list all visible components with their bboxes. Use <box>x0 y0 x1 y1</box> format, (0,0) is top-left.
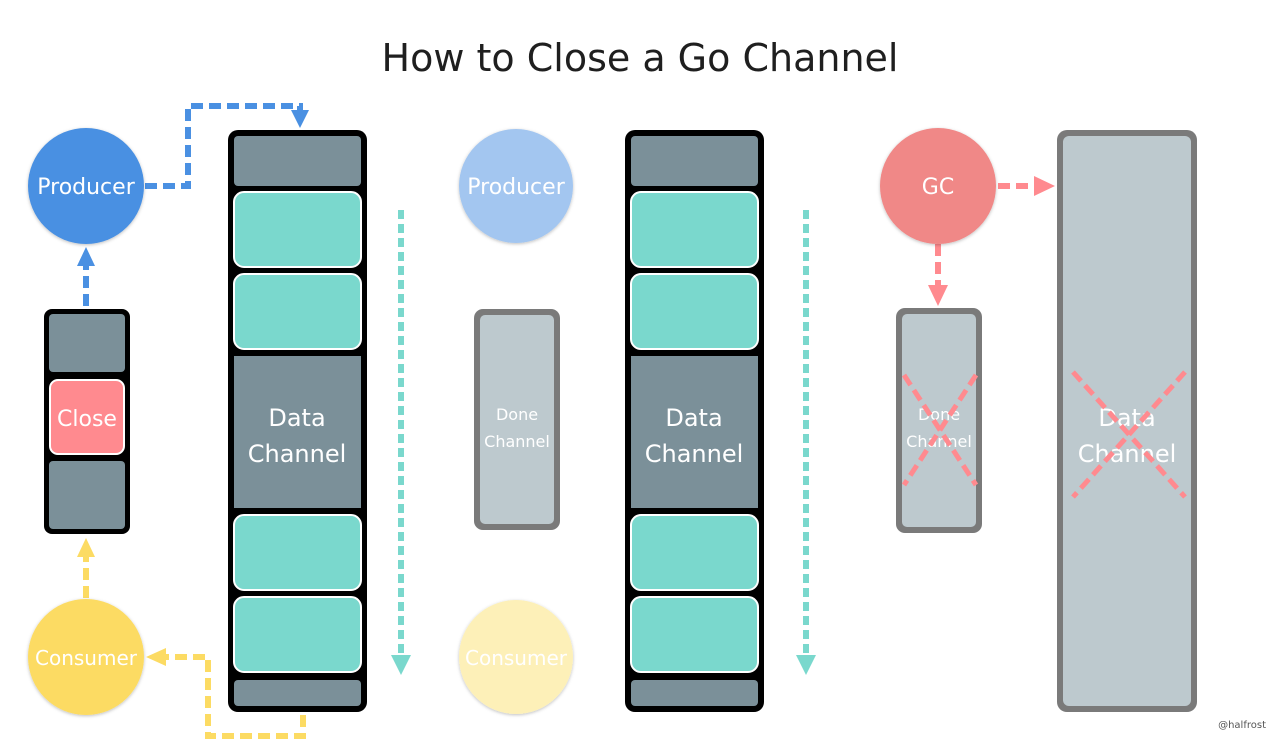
channel-slot <box>233 191 362 268</box>
arrow-head-icon <box>928 285 948 306</box>
arrow-head-icon <box>146 648 166 666</box>
producer-label: Producer <box>37 175 135 200</box>
consumer-label: Consumer <box>465 646 568 670</box>
data-channel-label-line1: Data <box>665 404 722 432</box>
data-channel-collected: Data Channel <box>1057 130 1197 712</box>
consumer-label: Consumer <box>35 646 138 670</box>
arrow-head-icon <box>1034 176 1055 196</box>
arrow-head-icon <box>77 247 95 266</box>
panel-stage-3: GC Done Channel Data Channel <box>880 128 1197 712</box>
channel-slot <box>630 596 759 673</box>
arrow-head-icon <box>391 655 411 675</box>
arrow-head-icon <box>291 110 309 128</box>
producer-node <box>28 128 144 244</box>
producer-node-faded <box>459 129 573 243</box>
data-channel: Data Channel <box>228 130 367 712</box>
channel-slot <box>233 514 362 591</box>
author-credit: @halfrost <box>1218 720 1266 731</box>
data-channel: Data Channel <box>625 130 764 712</box>
done-channel-label-line1: Done <box>496 405 538 424</box>
done-channel: Close <box>44 309 130 534</box>
close-label: Close <box>57 407 117 432</box>
channel-to-consumer-arrow <box>165 654 306 739</box>
channel-slot <box>233 596 362 673</box>
done-channel-collected: Done Channel <box>896 308 982 533</box>
cross-icon <box>901 373 979 487</box>
arrow-head-icon <box>77 538 95 557</box>
gc-node <box>880 128 996 244</box>
channel-slot <box>630 514 759 591</box>
done-channel-label-line2: Channel <box>484 432 550 451</box>
arrow-head-icon <box>796 655 816 675</box>
diagram-title: How to Close a Go Channel <box>381 36 899 80</box>
consumer-node <box>28 599 144 715</box>
producer-label: Producer <box>467 175 565 200</box>
data-channel-label-line2: Channel <box>645 440 744 468</box>
panel-stage-2: Producer Consumer Done Channel Data Chan… <box>459 129 816 714</box>
consumer-node-faded <box>459 600 573 714</box>
channel-slot <box>630 191 759 268</box>
cross-icon <box>1071 370 1187 499</box>
gc-label: GC <box>922 175 954 200</box>
channel-slot <box>630 273 759 350</box>
channel-slot <box>233 273 362 350</box>
panel-stage-1: Producer Consumer Close Data Channel <box>28 103 411 739</box>
done-channel: Done Channel <box>474 309 560 530</box>
done-channel-label-line2: Channel <box>906 432 972 451</box>
data-channel-label-line2: Channel <box>248 440 347 468</box>
close-slot <box>49 379 125 455</box>
data-channel-label-line1: Data <box>268 404 325 432</box>
data-channel-label-line2: Channel <box>1078 440 1177 468</box>
